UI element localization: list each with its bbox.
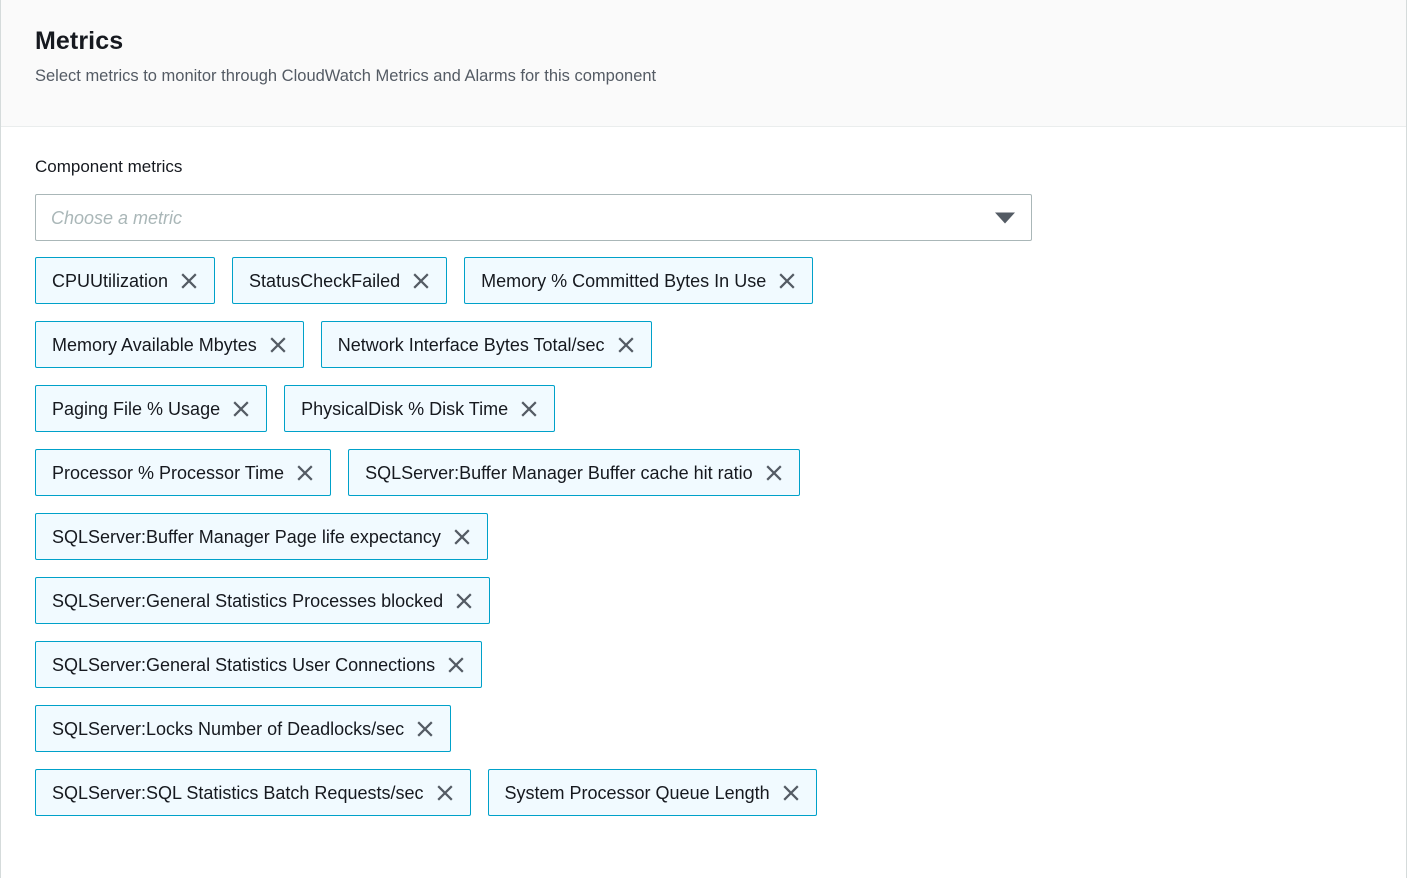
page-title: Metrics	[35, 27, 124, 55]
metric-token-label: SQLServer:Locks Number of Deadlocks/sec	[52, 718, 405, 739]
metric-token-label: CPUUtilization	[52, 270, 169, 291]
component-metrics-label: Component metrics	[35, 157, 183, 176]
close-icon[interactable]	[409, 269, 433, 293]
metric-token[interactable]: Processor % Processor Time	[35, 449, 332, 496]
close-icon[interactable]	[614, 333, 638, 357]
metric-token-label: Memory Available Mbytes	[52, 334, 257, 355]
metric-token[interactable]: SQLServer:Locks Number of Deadlocks/sec	[35, 705, 452, 752]
metric-select[interactable]: Choose a metric	[35, 194, 1032, 241]
token-row: SQLServer:Locks Number of Deadlocks/sec	[35, 705, 1374, 752]
token-row: Processor % Processor Time SQLServer:Buff…	[35, 449, 1374, 496]
metric-token-label: System Processor Queue Length	[504, 782, 770, 803]
close-icon[interactable]	[413, 717, 437, 741]
token-row: SQLServer:SQL Statistics Batch Requests/…	[35, 769, 1374, 816]
selected-metrics-token-group: CPUUtilization StatusCheckFailed Memory % …	[35, 257, 1374, 816]
metric-token[interactable]: StatusCheckFailed	[232, 257, 448, 304]
close-icon[interactable]	[444, 653, 468, 677]
close-icon[interactable]	[517, 397, 541, 421]
metric-token[interactable]: SQLServer:SQL Statistics Batch Requests/…	[35, 769, 471, 816]
close-icon[interactable]	[177, 269, 201, 293]
token-row: SQLServer:Buffer Manager Page life expec…	[35, 513, 1374, 560]
metric-token-label: Paging File % Usage	[52, 398, 221, 419]
metric-token[interactable]: System Processor Queue Length	[487, 769, 817, 816]
metric-token[interactable]: SQLServer:Buffer Manager Buffer cache hi…	[348, 449, 800, 496]
close-icon[interactable]	[762, 461, 786, 485]
metric-token-label: PhysicalDisk % Disk Time	[301, 398, 509, 419]
close-icon[interactable]	[450, 525, 474, 549]
panel-body: Component metrics Choose a metric CPUUti…	[1, 127, 1406, 816]
metric-token-label: StatusCheckFailed	[249, 270, 401, 291]
metric-token[interactable]: CPUUtilization	[35, 257, 216, 304]
metric-token-label: SQLServer:General Statistics Processes b…	[52, 590, 444, 611]
metric-token-label: SQLServer:Buffer Manager Page life expec…	[52, 526, 441, 547]
close-icon[interactable]	[775, 269, 799, 293]
close-icon[interactable]	[779, 781, 803, 805]
close-icon[interactable]	[229, 397, 253, 421]
metric-token-label: Processor % Processor Time	[52, 462, 285, 483]
metric-token[interactable]: Network Interface Bytes Total/sec	[320, 321, 652, 368]
metric-token-label: Network Interface Bytes Total/sec	[337, 334, 605, 355]
token-row: SQLServer:General Statistics User Connec…	[35, 641, 1374, 688]
metric-token[interactable]: PhysicalDisk % Disk Time	[284, 385, 556, 432]
metric-token[interactable]: Memory % Committed Bytes In Use	[464, 257, 814, 304]
close-icon[interactable]	[433, 781, 457, 805]
close-icon[interactable]	[266, 333, 290, 357]
metric-token[interactable]: Memory Available Mbytes	[35, 321, 304, 368]
panel-header: Metrics Select metrics to monitor throug…	[1, 0, 1406, 127]
token-row: Memory Available Mbytes Network Interface…	[35, 321, 1374, 368]
page-description: Select metrics to monitor through CloudW…	[35, 67, 657, 85]
metric-token[interactable]: SQLServer:Buffer Manager Page life expec…	[35, 513, 488, 560]
metric-token-label: SQLServer:SQL Statistics Batch Requests/…	[52, 782, 424, 803]
metric-select-placeholder: Choose a metric	[51, 207, 183, 228]
metric-token-label: SQLServer:General Statistics User Connec…	[52, 654, 436, 675]
close-icon[interactable]	[452, 589, 476, 613]
close-icon[interactable]	[293, 461, 317, 485]
token-row: Paging File % Usage PhysicalDisk % Disk T…	[35, 385, 1374, 432]
metric-token-label: Memory % Committed Bytes In Use	[481, 270, 767, 291]
chevron-down-icon	[995, 212, 1015, 223]
metric-token-label: SQLServer:Buffer Manager Buffer cache hi…	[365, 462, 753, 483]
token-row: CPUUtilization StatusCheckFailed Memory % …	[35, 257, 1374, 304]
metric-token[interactable]: Paging File % Usage	[35, 385, 268, 432]
token-row: SQLServer:General Statistics Processes b…	[35, 577, 1374, 624]
metric-token[interactable]: SQLServer:General Statistics User Connec…	[35, 641, 483, 688]
metric-token[interactable]: SQLServer:General Statistics Processes b…	[35, 577, 491, 624]
